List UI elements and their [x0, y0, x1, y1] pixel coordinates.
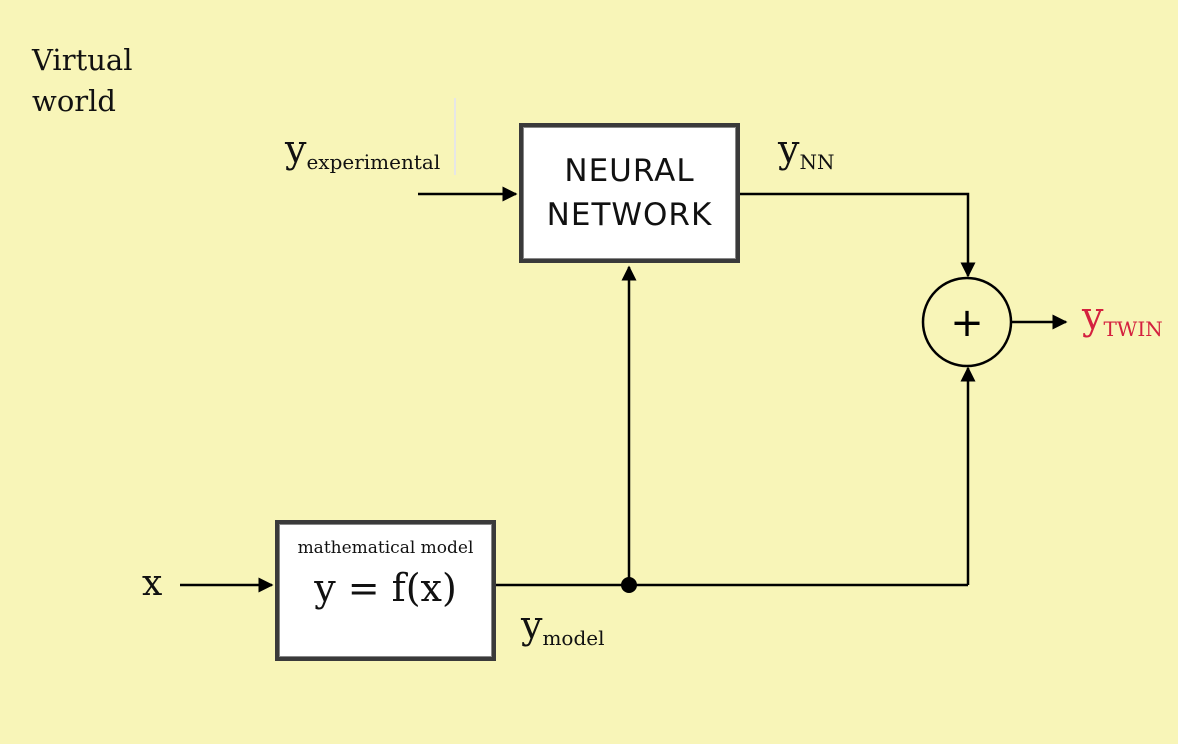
- y-model-base: y: [521, 603, 543, 647]
- y-model-label: ymodel: [521, 606, 605, 648]
- y-nn-sub: NN: [799, 150, 835, 174]
- model-equation: y = f(x): [314, 566, 457, 610]
- junction-dot: [621, 577, 637, 593]
- nn-label-line2: NETWORK: [546, 197, 713, 233]
- y-twin-sub: TWIN: [1103, 317, 1163, 341]
- x-input-label: x: [142, 563, 163, 604]
- mathematical-model-block: mathematical model y = f(x): [275, 520, 496, 661]
- virtual-world-line1: Virtual: [32, 43, 133, 77]
- plus-sign: +: [950, 300, 984, 346]
- y-experimental-base: y: [285, 127, 307, 171]
- virtual-world-line2: world: [32, 84, 116, 118]
- y-model-sub: model: [542, 626, 605, 650]
- y-nn-base: y: [778, 127, 800, 171]
- y-twin-base: y: [1082, 294, 1104, 338]
- y-experimental-sub: experimental: [306, 150, 441, 174]
- nn-to-sum-wire: [740, 192, 976, 278]
- nn-label-line1: NEURAL: [564, 153, 695, 189]
- model-caption: mathematical model: [297, 538, 474, 558]
- virtual-world-label: Virtual world: [32, 40, 132, 122]
- y-experimental-label: yexperimental: [285, 130, 440, 172]
- y-twin-label: yTWIN: [1082, 297, 1163, 339]
- y-nn-label: yNN: [778, 130, 834, 172]
- neural-network-block: NEURAL NETWORK: [519, 123, 740, 263]
